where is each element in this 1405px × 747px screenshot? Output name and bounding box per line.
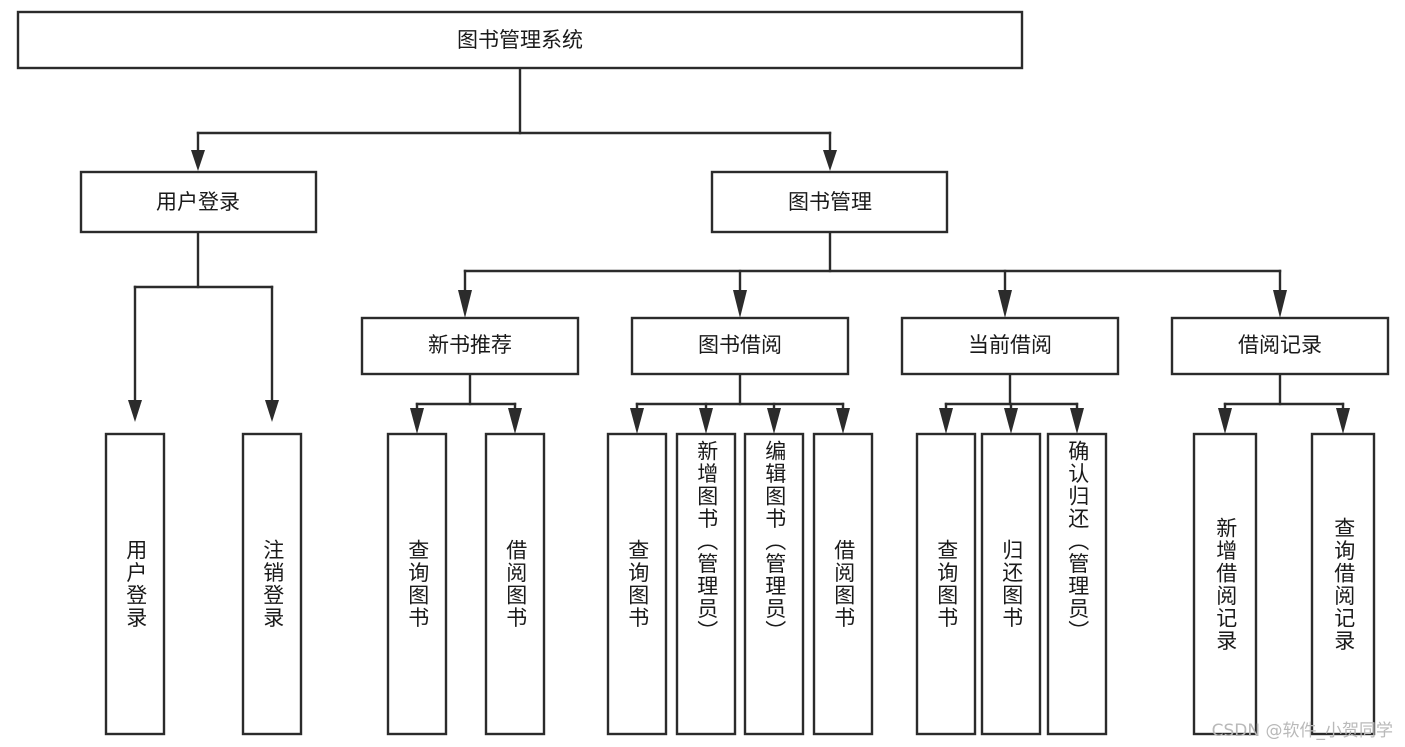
node-book-management-box[interactable] <box>710 170 949 234</box>
node-leaf-cb-confirm-return-box[interactable] <box>1046 432 1108 736</box>
node-current-borrow-label: 当前借阅 <box>968 333 1052 357</box>
node-book-borrow-box[interactable] <box>630 316 850 376</box>
arrow-head-user-login <box>191 150 205 171</box>
node-leaf-nb-borrow-book-box[interactable] <box>484 432 546 736</box>
node-user-login-label: 用户登录 <box>156 190 240 214</box>
node-user-login[interactable]: 用户登录 <box>79 170 318 234</box>
arrow-head-leaf-user-login <box>128 400 142 422</box>
node-leaf-bb-query-book-box[interactable] <box>606 432 668 736</box>
arrow-head-cb-leaf-2 <box>1004 408 1018 434</box>
arrow-head-current-borrow <box>998 290 1012 318</box>
node-leaf-bb-borrow-book-box[interactable] <box>812 432 874 736</box>
node-new-book-recommend-box[interactable] <box>360 316 580 376</box>
node-book-management-label: 图书管理 <box>788 190 872 214</box>
arrow-head-book-mgmt <box>823 150 837 171</box>
node-leaf-cb-return-book-box[interactable] <box>980 432 1042 736</box>
node-book-management[interactable]: 图书管理 <box>710 170 949 234</box>
arrow-head-cb-leaf-1 <box>939 408 953 434</box>
arrow-head-bb-leaf-3 <box>767 408 781 434</box>
arrow-head-leaf-logout <box>265 400 279 422</box>
arrow-head-br-leaf-2 <box>1336 408 1350 434</box>
node-new-book-recommend[interactable]: 新书推荐 <box>360 316 580 376</box>
node-root-label: 图书管理系统 <box>457 28 583 52</box>
node-leaf-cb-query-book-box[interactable] <box>915 432 977 736</box>
node-user-login-box[interactable] <box>79 170 318 234</box>
node-root[interactable]: 图书管理系统 <box>16 10 1024 70</box>
arrow-head-nb-leaf-2 <box>508 408 522 434</box>
node-leaf-br-add-record-box[interactable] <box>1192 432 1258 736</box>
node-new-book-recommend-label: 新书推荐 <box>428 333 512 357</box>
node-book-borrow[interactable]: 图书借阅 <box>630 316 850 376</box>
node-leaf-br-query-record-box[interactable] <box>1310 432 1376 736</box>
arrow-head-nb-leaf-1 <box>410 408 424 434</box>
arrow-head-br-leaf-1 <box>1218 408 1232 434</box>
arrow-head-bb-leaf-1 <box>630 408 644 434</box>
watermark-text: CSDN @软件_小贺同学 <box>1211 721 1393 741</box>
node-current-borrow-box[interactable] <box>900 316 1120 376</box>
arrow-head-borrow-record <box>1273 290 1287 318</box>
node-leaf-logout-box[interactable] <box>241 432 303 736</box>
node-borrow-record[interactable]: 借阅记录 <box>1170 316 1390 376</box>
arrow-head-book-borrow <box>733 290 747 318</box>
node-book-borrow-label: 图书借阅 <box>698 333 782 357</box>
arrow-head-bb-leaf-2 <box>699 408 713 434</box>
node-borrow-record-box[interactable] <box>1170 316 1390 376</box>
node-leaf-bb-edit-book-box[interactable] <box>743 432 805 736</box>
node-current-borrow[interactable]: 当前借阅 <box>900 316 1120 376</box>
node-leaf-nb-query-book-box[interactable] <box>386 432 448 736</box>
node-root-box[interactable] <box>16 10 1024 70</box>
node-leaf-user-login-box[interactable] <box>104 432 166 736</box>
node-borrow-record-label: 借阅记录 <box>1238 333 1322 357</box>
arrow-head-cb-leaf-3 <box>1070 408 1084 434</box>
arrow-head-bb-leaf-4 <box>836 408 850 434</box>
node-leaf-bb-add-book-box[interactable] <box>675 432 737 736</box>
arrow-head-new-book <box>458 290 472 318</box>
connector-group <box>128 66 1350 434</box>
